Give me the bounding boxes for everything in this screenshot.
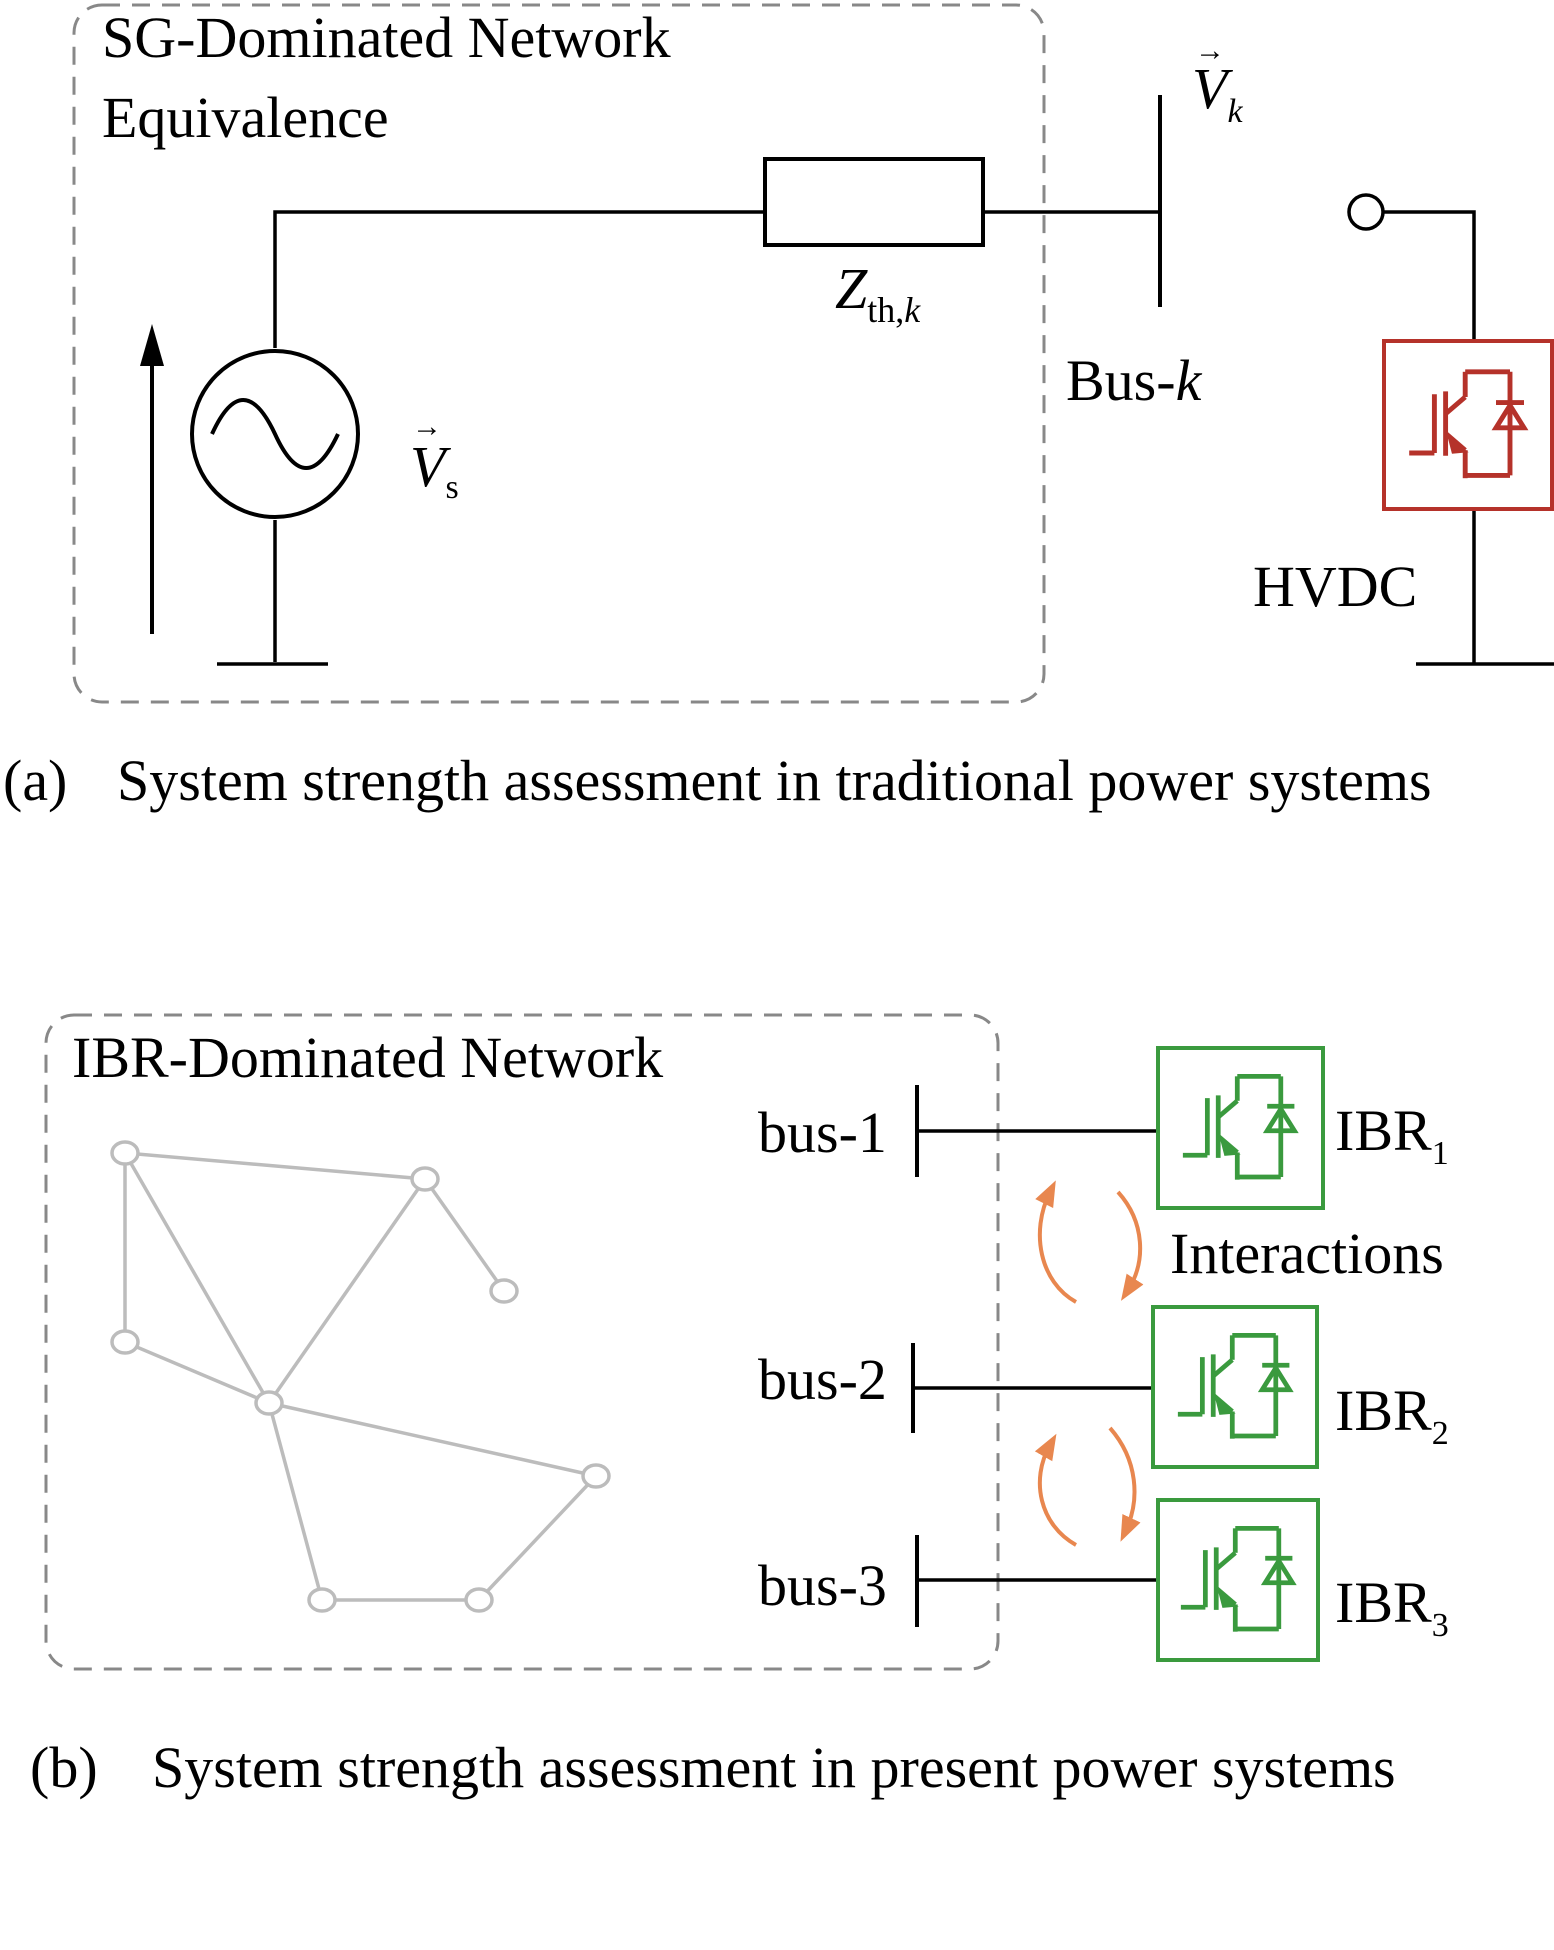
bus-3-group: bus-3 IBR3: [758, 1498, 1449, 1662]
network-graph: [110, 1140, 611, 1613]
hvdc-label: HVDC: [1253, 554, 1417, 619]
interaction-arrow-up-1: [1035, 1180, 1077, 1304]
caption-b-tag: (b): [30, 1735, 98, 1800]
bus-1-group: bus-1 IBR1: [758, 1046, 1449, 1210]
interaction-arrow-down-2: [1108, 1426, 1141, 1542]
sine-wave-stroke-icon: [210, 398, 340, 470]
network-edges: [123, 1151, 598, 1602]
sg-network-dashed-box: [72, 3, 1046, 704]
source-voltage-arrowhead: [140, 324, 164, 366]
bus-1-label: bus-1: [758, 1100, 887, 1165]
bus-2-label: bus-2: [758, 1347, 887, 1412]
thevenin-impedance: [763, 157, 985, 247]
panel-b: IBR-Dominated Network: [30, 1013, 1449, 1800]
ibr-2-box: [1151, 1305, 1319, 1469]
source-vector-arrow: →: [412, 410, 442, 443]
ibr-network-dashed-box: [44, 1013, 1000, 1671]
ibr-3-label: IBR3: [1335, 1570, 1449, 1644]
caption-a-tag: (a): [3, 748, 67, 813]
caption-b-text: System strength assessment in present po…: [152, 1735, 1396, 1800]
hvdc-terminal-node: [1347, 193, 1385, 231]
interaction-arrows: [1034, 1180, 1144, 1547]
bus-k-label: Bus-k: [1066, 348, 1203, 413]
bus-k-voltage-label: Vk: [1192, 56, 1243, 130]
bus-2-group: bus-2 IBR2: [758, 1305, 1449, 1469]
network-nodes: [110, 1140, 611, 1613]
ibr-2-label: IBR2: [1335, 1378, 1449, 1452]
sg-wiring: [217, 210, 1160, 666]
panel-a: SG-Dominated Network Equivalence Zth,k V…: [3, 3, 1554, 813]
ibr-1-box: [1156, 1046, 1325, 1210]
ibr-box-title: IBR-Dominated Network: [72, 1025, 663, 1090]
interaction-arrow-down-1: [1116, 1190, 1144, 1301]
hvdc-wiring: [1383, 210, 1554, 666]
sg-box-title-line2: Equivalence: [102, 85, 389, 150]
ibr-1-label: IBR1: [1335, 1098, 1449, 1172]
interactions-label: Interactions: [1170, 1221, 1444, 1286]
sg-box-title-line1: SG-Dominated Network: [102, 5, 671, 70]
caption-a-text: System strength assessment in traditiona…: [117, 748, 1432, 813]
bus-k-vector-arrow: →: [1195, 34, 1225, 67]
impedance-label: Zth,k: [835, 256, 921, 330]
hvdc-converter-box: [1382, 339, 1554, 511]
source-voltage-label: Vs: [410, 434, 459, 506]
ibr-3-box: [1156, 1498, 1320, 1662]
bus-3-label: bus-3: [758, 1553, 887, 1618]
interaction-arrow-up-2: [1034, 1433, 1077, 1547]
